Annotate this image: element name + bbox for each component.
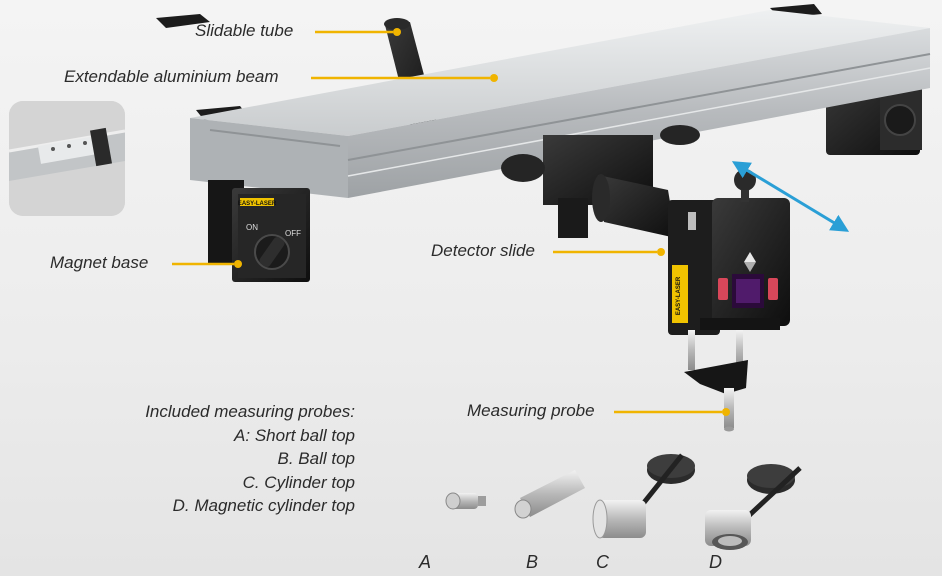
beam-joint-detail — [9, 101, 125, 216]
magnet-brand: EASY-LASER — [238, 201, 277, 207]
probe-letter-d: D — [709, 552, 722, 572]
probe-list-item: A: Short ball top — [234, 425, 355, 445]
probe-list-item: B. Ball top — [277, 449, 356, 468]
probe-letter-b: B — [526, 552, 539, 572]
probe-list: Included measuring probes: A: Short ball… — [100, 400, 355, 518]
magnet-base-label: Magnet base — [50, 253, 149, 272]
probe-b — [514, 470, 585, 519]
left-magnet-base: EASY-LASER ON OFF — [208, 180, 310, 282]
measuring-probe — [684, 330, 748, 432]
beam-joint-inset — [9, 101, 125, 216]
slidable-tube-label: Slidable tube — [195, 21, 294, 40]
detector-brand: EASY-LASER — [676, 276, 682, 315]
leader-lines — [172, 28, 730, 416]
measuring-probe-label: Measuring probe — [467, 401, 595, 420]
probe-list-item: C. Cylinder top — [242, 472, 355, 492]
beam-label: Extendable aluminium beam — [64, 67, 279, 86]
switch-off-label: OFF — [285, 229, 301, 238]
probe-d — [705, 464, 802, 550]
probe-c — [592, 453, 695, 539]
movement-arrow — [731, 161, 850, 232]
switch-on-label: ON — [246, 223, 258, 232]
aluminium-beam — [190, 10, 931, 198]
probe-a — [445, 492, 486, 510]
probe-list-item: D. Magnetic cylinder top — [172, 496, 355, 515]
probe-letter-c: C — [596, 552, 609, 572]
detector-slide-label: Detector slide — [431, 241, 535, 260]
probe-letter-a: A — [419, 552, 432, 572]
detector-unit: EASY-LASER — [668, 169, 790, 335]
detector-arm — [592, 174, 676, 238]
probe-list-heading: Included measuring probes: — [145, 402, 355, 421]
